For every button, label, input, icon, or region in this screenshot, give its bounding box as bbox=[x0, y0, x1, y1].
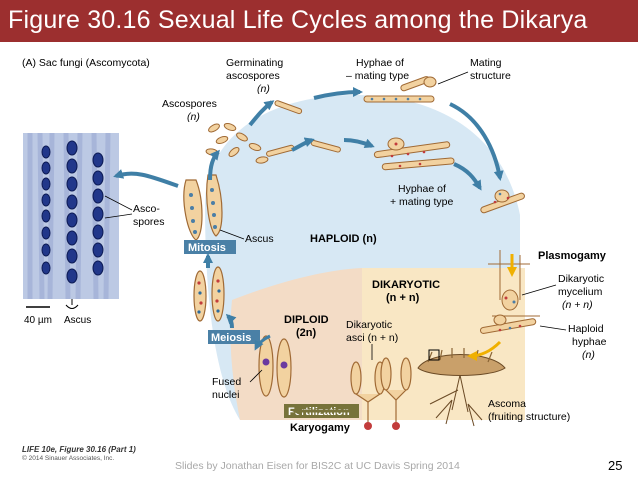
ascospores-label-n: (n) bbox=[187, 111, 200, 123]
dikaryotic-mycelium-label-2: mycelium bbox=[558, 286, 603, 298]
germinating-label-1: Germinating bbox=[226, 57, 283, 69]
diploid-zone-label-1: DIPLOID bbox=[284, 314, 329, 326]
copyright-line: © 2014 Sinauer Associates, Inc. bbox=[22, 455, 115, 462]
plasmogamy-hyphae bbox=[479, 189, 540, 334]
fusion-arrow bbox=[254, 334, 271, 351]
source-citation: LIFE 10e, Figure 30.16 (Part 1) bbox=[22, 445, 136, 454]
free-ascospores bbox=[205, 123, 269, 164]
ascus-label: Ascus bbox=[245, 233, 274, 245]
ascus-photo-label: Ascus bbox=[64, 315, 91, 326]
diploid-zone-label-2: (2n) bbox=[296, 327, 317, 339]
ascoma bbox=[417, 348, 506, 427]
mating-structure-label-2: structure bbox=[470, 70, 511, 82]
hyphae-minus bbox=[363, 76, 437, 103]
asco-spores-label-2: spores bbox=[133, 216, 165, 228]
plasmogamy-label: Plasmogamy bbox=[538, 250, 607, 262]
hyphae-plus-label-1: Hyphae of bbox=[398, 183, 446, 195]
hyphae-minus-label-2: – mating type bbox=[346, 70, 409, 82]
haploid-hyphae-arrow bbox=[467, 340, 502, 361]
life-cycle-diagram: (A) Sac fungi (Ascomycota) 40 µm Ascus A… bbox=[22, 57, 607, 434]
ascospores-label-1: Ascospores bbox=[162, 98, 217, 110]
dikaryotic-zone-label-1: DIKARYOTIC bbox=[372, 279, 440, 291]
scale-bar-label: 40 µm bbox=[24, 315, 52, 326]
mitosis-label: Mitosis bbox=[188, 242, 226, 254]
germinating-label-2: ascospores bbox=[226, 70, 280, 82]
karyogamy-label: Karyogamy bbox=[290, 422, 351, 434]
fused-nuclei-label-2: nuclei bbox=[212, 389, 239, 401]
fused-nuclei-label-1: Fused bbox=[212, 376, 241, 388]
germinating-label-n: (n) bbox=[257, 83, 270, 95]
meiosis-label: Meiosis bbox=[211, 332, 251, 344]
haploid-hyphae-label-2: hyphae bbox=[572, 336, 607, 348]
haploid-hyphae-label-n: (n) bbox=[582, 349, 595, 361]
mature-asci bbox=[183, 174, 223, 241]
figure-stage: (A) Sac fungi (Ascomycota) 40 µm Ascus A… bbox=[0, 42, 638, 479]
meiosis-badge bbox=[208, 330, 260, 344]
mitosis-badge bbox=[184, 240, 236, 254]
haploid-hyphae-label-1: Haploid bbox=[568, 323, 604, 335]
dikaryotic-zone-label-2: (n + n) bbox=[386, 292, 420, 304]
dikaryotic-asci-label-1: Dikaryotic bbox=[346, 319, 392, 331]
hyphae-minus-label-1: Hyphae of bbox=[356, 57, 404, 69]
panel-label: (A) Sac fungi (Ascomycota) bbox=[22, 57, 150, 69]
slide-title: Figure 30.16 Sexual Life Cycles among th… bbox=[8, 6, 588, 34]
ascoma-label-1: Ascoma bbox=[488, 398, 526, 410]
asco-spores-label-1: Asco- bbox=[133, 203, 160, 215]
ascoma-label-2: (fruiting structure) bbox=[488, 411, 570, 423]
mating-structure-label-1: Mating bbox=[470, 57, 502, 69]
dikaryotic-mycelium-label-3: (n + n) bbox=[562, 299, 593, 311]
haploid-zone-label: HAPLOID (n) bbox=[310, 233, 377, 245]
dikaryotic-mycelium-label-1: Dikaryotic bbox=[558, 273, 604, 285]
footer-credit: Slides by Jonathan Eisen for BIS2C at UC… bbox=[175, 460, 460, 472]
page-number: 25 bbox=[608, 458, 623, 473]
dikaryotic-asci-label-2: asci (n + n) bbox=[346, 332, 398, 344]
hyphae-plus-label-2: + mating type bbox=[390, 196, 453, 208]
four-spore-asci bbox=[193, 266, 225, 322]
dikaryotic-asci bbox=[350, 357, 412, 425]
ascus-micrograph bbox=[23, 132, 119, 305]
title-bar: Figure 30.16 Sexual Life Cycles among th… bbox=[0, 0, 638, 42]
cycle-arrows bbox=[113, 87, 504, 329]
